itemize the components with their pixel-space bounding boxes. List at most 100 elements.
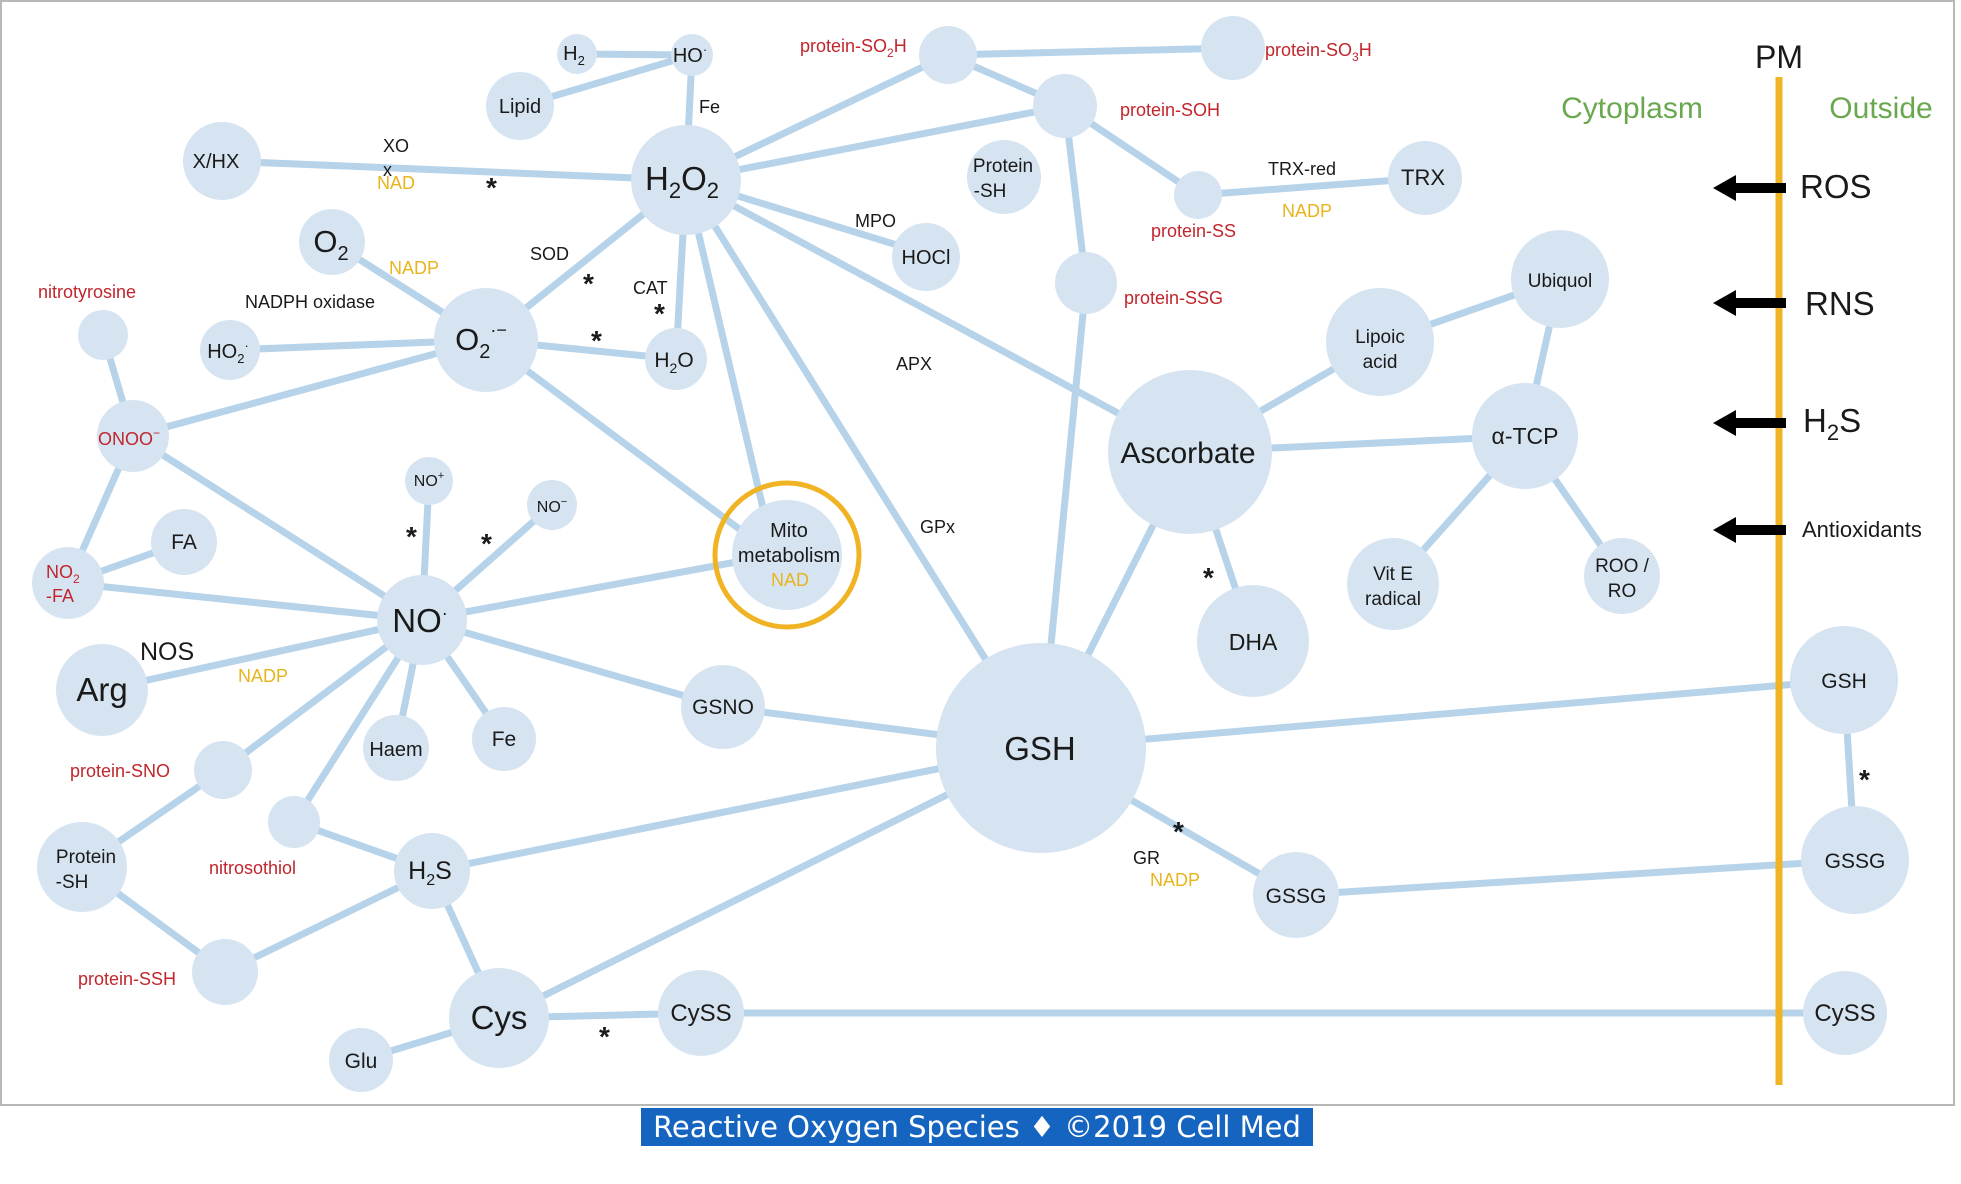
nitrotyrosine-node xyxy=(78,310,128,360)
protein-sno-node xyxy=(194,741,252,799)
cyss-out-label: CySS xyxy=(1814,1000,1875,1027)
arrows xyxy=(1713,175,1786,543)
roo-label-2: RO xyxy=(1608,581,1637,602)
lipoic-acid-label-1: Lipoic xyxy=(1355,327,1405,348)
h2o2-node xyxy=(631,125,741,235)
protein-sno-label: protein-SNO xyxy=(70,761,170,781)
nadp-trx-label: NADP xyxy=(1282,201,1332,221)
protein-ssh-label: protein-SSH xyxy=(78,969,176,989)
h2-node xyxy=(557,34,597,74)
nitrosothiol-label: nitrosothiol xyxy=(209,858,296,878)
protein-sh-bottom-label-1: Protein xyxy=(56,847,116,868)
mito-label-2: metabolism xyxy=(738,545,840,567)
arg-label: Arg xyxy=(76,671,127,708)
o2-node xyxy=(299,209,365,275)
dha-label: DHA xyxy=(1229,629,1278,655)
gsno-label: GSNO xyxy=(692,696,754,719)
ascorbate-label: Ascorbate xyxy=(1120,437,1255,470)
plasma-membrane-label: PM xyxy=(1755,39,1803,75)
nitrotyrosine-label: nitrotyrosine xyxy=(38,282,136,302)
lipoic-acid-node xyxy=(1326,288,1434,396)
star-marker: * xyxy=(481,528,492,559)
trx-red-label: TRX-red xyxy=(1268,159,1336,179)
vit-e-node xyxy=(1347,538,1439,630)
haem-node xyxy=(363,715,429,781)
no-minus-node xyxy=(527,480,577,530)
ubiquol-label: Ubiquol xyxy=(1528,271,1592,292)
protein-ssh-node xyxy=(192,939,258,1005)
nadp-nos-label: NADP xyxy=(238,666,288,686)
h2s-node-label: H2S xyxy=(408,857,452,889)
redox-network-diagram: PM Cytoplasm Outside ROS RNS H2S Antioxi… xyxy=(32,16,1933,1092)
edge xyxy=(1292,856,1859,899)
protein-sh-bottom-node xyxy=(37,822,127,912)
mito-node xyxy=(732,500,842,610)
node-labels: H2 HO· Lipid X/HX H2O2 O2 O2·− HO2· H2O … xyxy=(56,42,1886,1073)
protein-soh-label: protein-SOH xyxy=(1120,100,1220,120)
arg-node xyxy=(56,644,148,736)
gsh-out-node xyxy=(1790,626,1898,734)
edge xyxy=(682,176,1194,456)
gssg-out-node xyxy=(1801,806,1909,914)
gsh-node xyxy=(936,643,1146,853)
star-marker: * xyxy=(406,521,417,552)
ubiquol-node xyxy=(1511,230,1609,328)
lipoic-acid-label-2: acid xyxy=(1363,352,1398,373)
vit-e-label-1: Vit E xyxy=(1373,564,1413,585)
edge xyxy=(129,432,426,624)
protein-soh-node xyxy=(1033,74,1097,138)
tcp-label: α-TCP xyxy=(1492,423,1559,449)
rns-arrow-icon xyxy=(1713,290,1786,316)
nodes xyxy=(32,16,1909,1092)
edge xyxy=(218,157,690,184)
lipid-label: Lipid xyxy=(499,96,541,118)
edge xyxy=(418,616,727,711)
protein-so3h-label: protein-SO3H xyxy=(1265,40,1372,64)
ros-label: ROS xyxy=(1800,168,1872,205)
glu-label: Glu xyxy=(345,1050,378,1073)
onoo-node xyxy=(97,400,169,472)
protein-ss-node xyxy=(1174,171,1222,219)
mito-label-1: Mito xyxy=(770,520,808,542)
dha-node xyxy=(1197,585,1309,697)
cys-label: Cys xyxy=(471,999,528,1036)
figure-frame xyxy=(0,0,1955,1106)
superoxide-node xyxy=(434,288,538,392)
vit-e-label-2: radical xyxy=(1365,589,1421,610)
cyss-node xyxy=(658,970,744,1056)
no-plus-label: NO+ xyxy=(414,470,444,490)
nadph-oxidase-label: NADPH oxidase xyxy=(245,292,375,312)
edge xyxy=(682,176,1045,752)
caption-banner: Reactive Oxygen Species ♦ ©2019 Cell Med… xyxy=(641,1108,1313,1182)
rns-label: RNS xyxy=(1805,285,1875,322)
lipid-node xyxy=(486,72,554,140)
star-marker: * xyxy=(654,298,665,329)
xo-label: XO xyxy=(383,136,409,156)
no-minus-label: NO− xyxy=(537,496,567,516)
xhx-label: X/HX xyxy=(193,151,240,173)
cyss-label: CySS xyxy=(670,1000,731,1027)
asterisks: * * * * * * * * * * xyxy=(406,172,1870,1052)
edge xyxy=(682,102,1069,184)
nad-xo-label: NAD xyxy=(377,173,415,193)
gssg-out-label: GSSG xyxy=(1825,850,1886,873)
edge xyxy=(64,579,426,624)
antioxidants-label: Antioxidants xyxy=(1802,517,1922,542)
star-marker: * xyxy=(583,268,594,299)
ros-arrow-icon xyxy=(1713,175,1786,201)
h2s-arrow-icon xyxy=(1713,410,1786,436)
protein-so2h-label: protein-SO2H xyxy=(800,36,907,60)
edge xyxy=(1194,174,1429,199)
edge xyxy=(1037,676,1848,752)
gpx-label: GPx xyxy=(920,517,955,537)
haem-label: Haem xyxy=(369,739,422,761)
fe-no-label: Fe xyxy=(492,728,517,751)
nitrosothiol-node xyxy=(268,796,320,848)
star-marker: * xyxy=(1203,562,1214,593)
h2o-node xyxy=(645,328,707,390)
xhx-node xyxy=(183,122,261,200)
star-marker: * xyxy=(1173,816,1184,847)
cat-label: CAT xyxy=(633,278,668,298)
star-marker: * xyxy=(1859,764,1870,795)
cyss-out-node xyxy=(1803,971,1887,1055)
